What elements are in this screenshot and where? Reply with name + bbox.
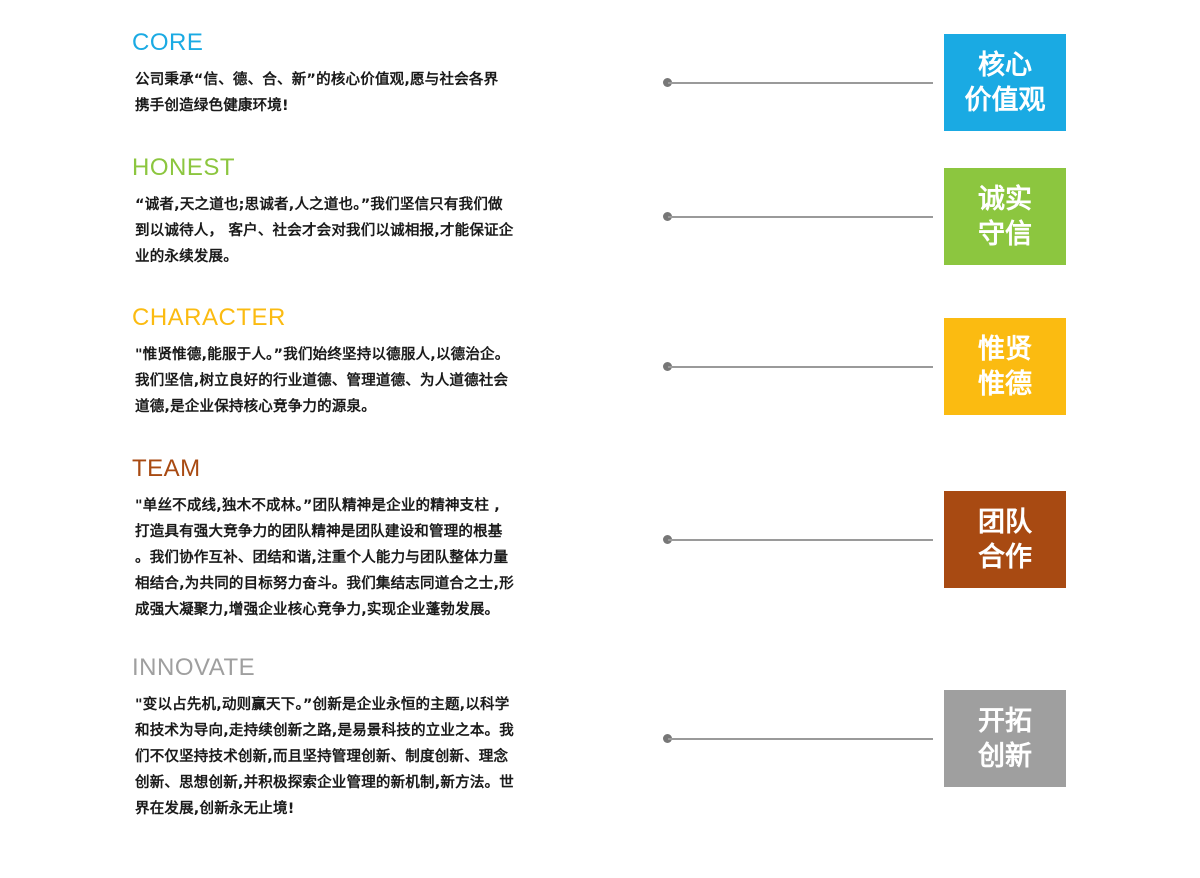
badge-line: 创新 — [978, 740, 1032, 772]
connector-dot — [663, 535, 672, 544]
badge-line: 守信 — [978, 218, 1032, 250]
description-line: 携手创造绿色健康环境! — [135, 98, 289, 114]
connector-dot — [663, 78, 672, 87]
connector-line — [663, 78, 933, 88]
description-line: 到以诚待人， 客户、社会才会对我们以诚相报,才能保证企 — [135, 223, 514, 239]
badge-line: 价值观 — [964, 84, 1046, 116]
description-line: 我们坚信,树立良好的行业道德、管理道德、为人道德社会 — [135, 373, 509, 389]
badge-virtue: 惟贤 惟德 — [944, 318, 1066, 415]
section-description: “诚者,天之道也;思诚者,人之道也。”我们坚信只有我们做 到以诚待人， 客户、社… — [135, 192, 620, 270]
description-line: "变以占先机,动则赢天下。”创新是企业永恒的主题,以科学 — [135, 697, 510, 713]
badge-honesty: 诚实 守信 — [944, 168, 1066, 265]
badge-line: 惟贤 — [978, 333, 1032, 365]
section-title: INNOVATE — [132, 654, 256, 681]
connector-dot — [663, 362, 672, 371]
badge-line: 合作 — [978, 541, 1032, 573]
description-line: 。我们协作互补、团结和谐,注重个人能力与团队整体力量 — [135, 550, 509, 566]
badge-line: 惟德 — [978, 368, 1032, 400]
description-line: 公司秉承“信、德、合、新”的核心价值观,愿与社会各界 — [135, 72, 499, 88]
section-description: "变以占先机,动则赢天下。”创新是企业永恒的主题,以科学 和技术为导向,走持续创… — [135, 692, 620, 822]
section-title: TEAM — [132, 455, 201, 482]
description-line: 们不仅坚持技术创新,而且坚持管理创新、制度创新、理念 — [135, 749, 509, 765]
badge-teamwork: 团队 合作 — [944, 491, 1066, 588]
description-line: "惟贤惟德,能服于人。”我们始终坚持以德服人,以德治企。 — [135, 347, 510, 363]
description-line: 相结合,为共同的目标努力奋斗。我们集结志同道合之士,形 — [135, 576, 514, 592]
description-line: 道德,是企业保持核心竞争力的源泉。 — [135, 399, 376, 415]
description-line: 打造具有强大竞争力的团队精神是团队建设和管理的根基 — [135, 524, 503, 540]
connector-line — [663, 212, 933, 222]
badge-line: 核心 — [978, 49, 1032, 81]
section-description: "单丝不成线,独木不成林。”团队精神是企业的精神支柱 , 打造具有强大竞争力的团… — [135, 493, 620, 623]
section-description: "惟贤惟德,能服于人。”我们始终坚持以德服人,以德治企。 我们坚信,树立良好的行… — [135, 342, 620, 420]
connector-line — [663, 734, 933, 744]
badge-core-values: 核心 价值观 — [944, 34, 1066, 131]
badge-line: 开拓 — [978, 705, 1032, 737]
section-description: 公司秉承“信、德、合、新”的核心价值观,愿与社会各界 携手创造绿色健康环境! — [135, 67, 620, 119]
description-line: "单丝不成线,独木不成林。”团队精神是企业的精神支柱 , — [135, 498, 500, 514]
badge-line: 团队 — [978, 506, 1032, 538]
connector-dot — [663, 734, 672, 743]
description-line: 业的永续发展。 — [135, 249, 238, 265]
description-line: 界在发展,创新永无止境! — [135, 801, 295, 817]
description-line: “诚者,天之道也;思诚者,人之道也。”我们坚信只有我们做 — [135, 197, 503, 213]
connector-dot — [663, 212, 672, 221]
connector-line — [663, 362, 933, 372]
section-title: HONEST — [132, 154, 236, 181]
description-line: 创新、思想创新,并积极探索企业管理的新机制,新方法。世 — [135, 775, 514, 791]
connector-line — [663, 535, 933, 545]
description-line: 和技术为导向,走持续创新之路,是易景科技的立业之本。我 — [135, 723, 514, 739]
description-line: 成强大凝聚力,增强企业核心竞争力,实现企业蓬勃发展。 — [135, 602, 500, 618]
section-title: CHARACTER — [132, 304, 286, 331]
badge-innovation: 开拓 创新 — [944, 690, 1066, 787]
section-title: CORE — [132, 29, 204, 56]
badge-line: 诚实 — [978, 183, 1032, 215]
